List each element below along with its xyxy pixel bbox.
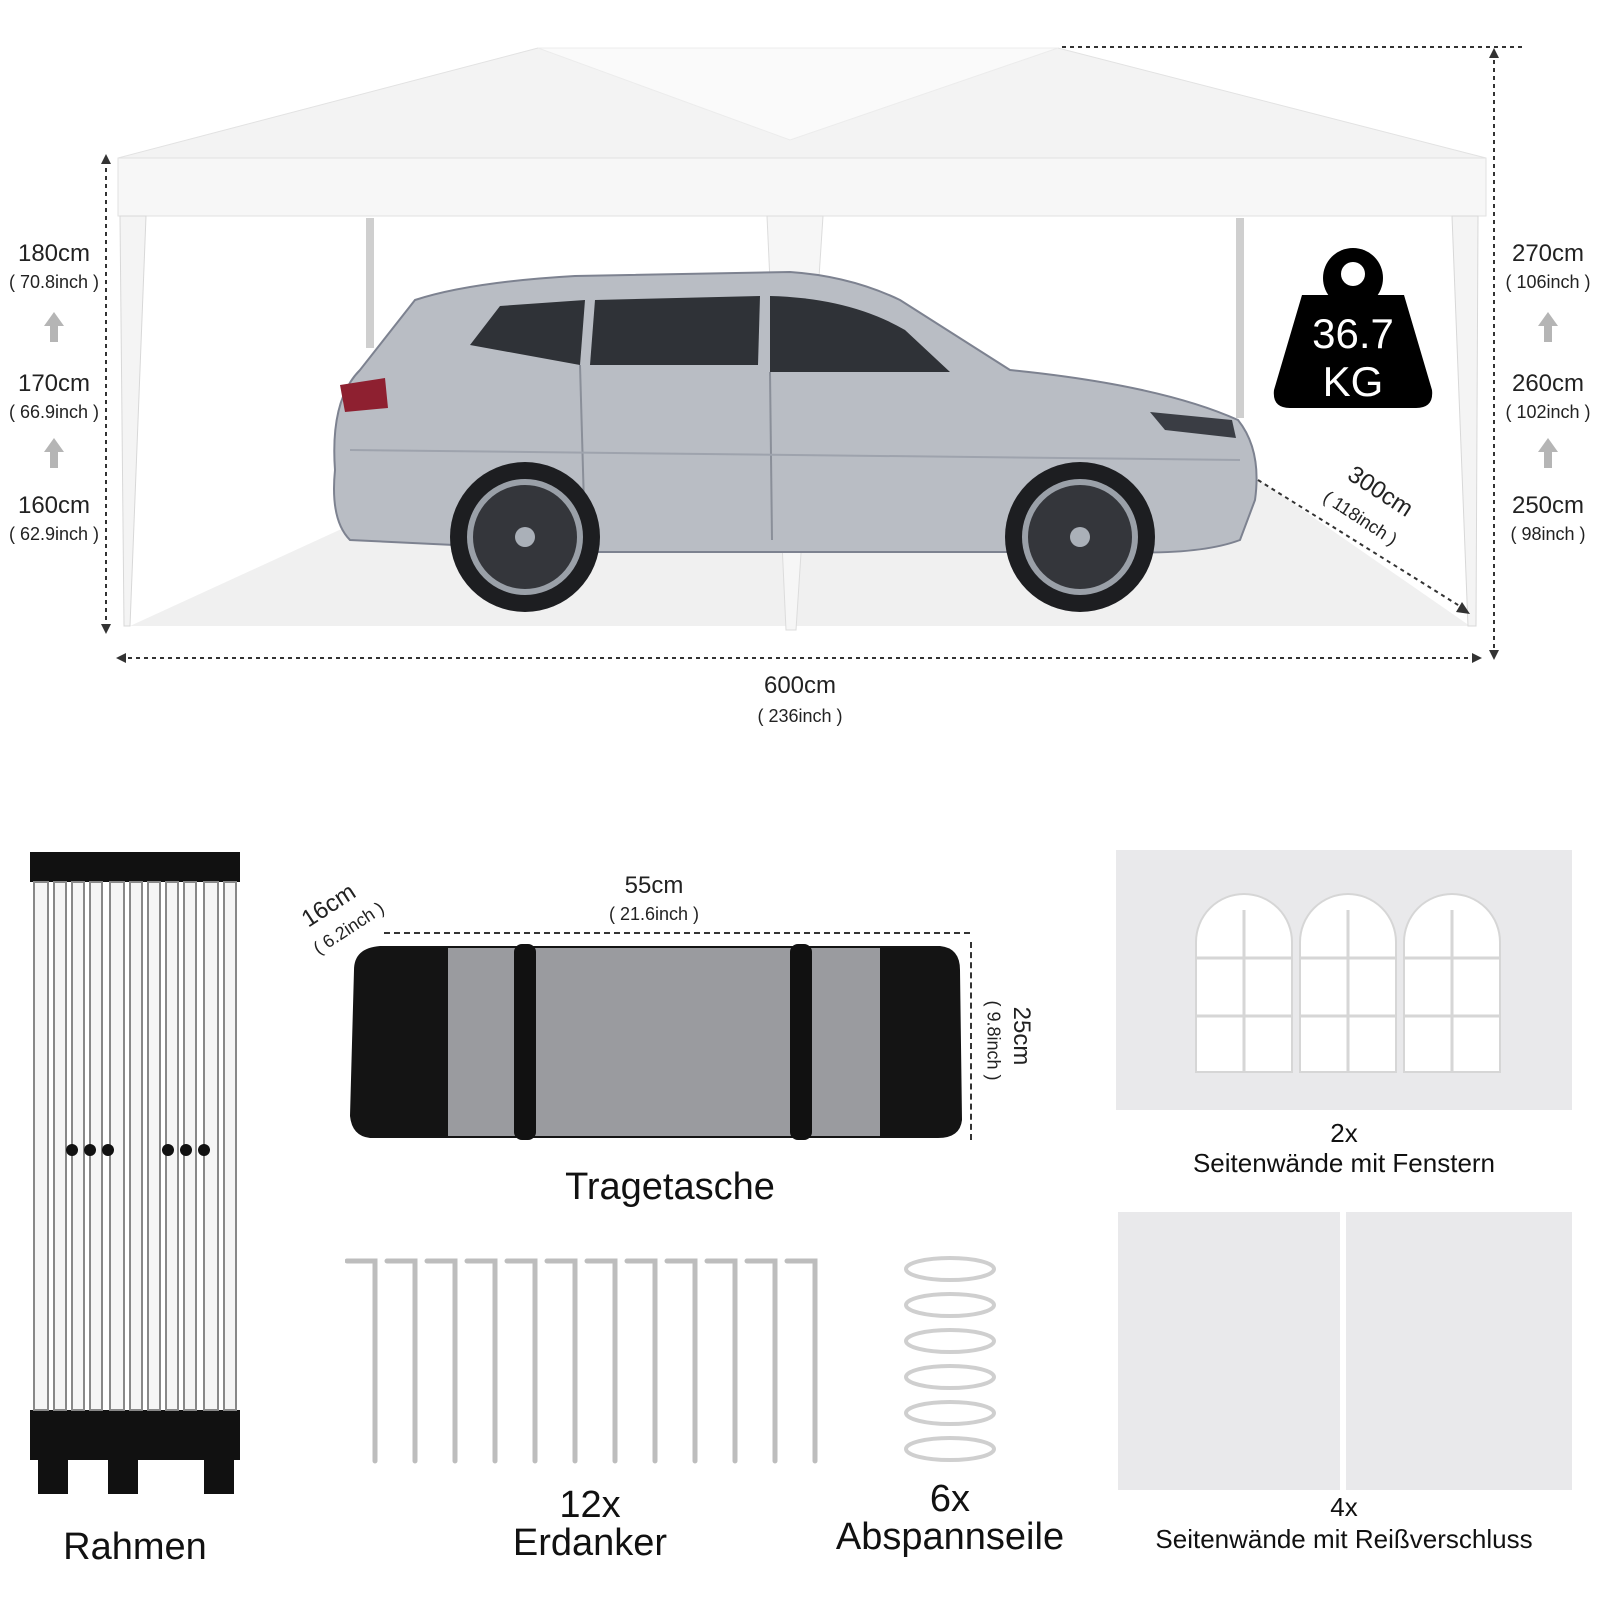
carry-bag-image [340,940,965,1145]
window-walls-count: 2x [1330,1118,1358,1148]
tent-drawing [101,46,1525,663]
height-right-1-cm: 270cm [1511,240,1585,267]
frame-label: Rahmen [63,1526,207,1568]
height-left-1-cm: 180cm [17,240,91,267]
height-left-2-inch: ( 66.9inch ) [8,402,100,422]
tent-illustration [0,0,1600,730]
ground-stakes-image [345,1255,825,1465]
ropes-label: Abspannseile [835,1516,1065,1558]
stakes-label: Erdanker [512,1522,668,1564]
up-arrow-icon [44,312,64,342]
bag-label: Tragetasche [565,1166,775,1208]
tent-width-inch: ( 236inch ) [757,706,843,726]
zip-sidewall-image [1118,1212,1572,1490]
height-right-1-inch: ( 106inch ) [1505,272,1591,292]
height-right-2-inch: ( 102inch ) [1505,402,1591,422]
window-walls-label: Seitenwände mit Fenstern [1192,1148,1496,1178]
zip-walls-label: Seitenwände mit Reißverschluss [1155,1524,1533,1554]
height-left-1-inch: ( 70.8inch ) [8,272,100,292]
up-arrow-icon [1538,438,1558,468]
bag-length-inch: ( 21.6inch ) [608,904,700,924]
up-arrow-icon [44,438,64,468]
height-right-2-cm: 260cm [1511,370,1585,397]
bag-height-line [970,942,972,1140]
height-left-2-cm: 170cm [17,370,91,397]
ropes-count: 6x [929,1478,971,1520]
window-sidewall-image [1116,850,1572,1110]
height-left-3-inch: ( 62.9inch ) [8,524,100,544]
height-right-3-inch: ( 98inch ) [1510,524,1586,544]
frame-image [28,850,242,1510]
height-right-3-cm: 250cm [1511,492,1585,519]
bag-height-inch: ( 9.8inch ) [983,1000,1004,1081]
guy-ropes-image [900,1255,1000,1465]
tent-width-cm: 600cm [763,672,837,699]
bag-height-cm: 25cm [1008,1006,1035,1066]
height-left-3-cm: 160cm [17,492,91,519]
stakes-count: 12x [559,1484,621,1526]
bag-length-line [384,932,970,934]
up-arrow-icon [1538,312,1558,342]
weight-value: 36.7 [1312,310,1394,357]
zip-walls-count: 4x [1330,1492,1358,1522]
weight-unit: KG [1322,358,1384,405]
bag-length-cm: 55cm [624,872,684,899]
weight-icon [1272,240,1434,410]
